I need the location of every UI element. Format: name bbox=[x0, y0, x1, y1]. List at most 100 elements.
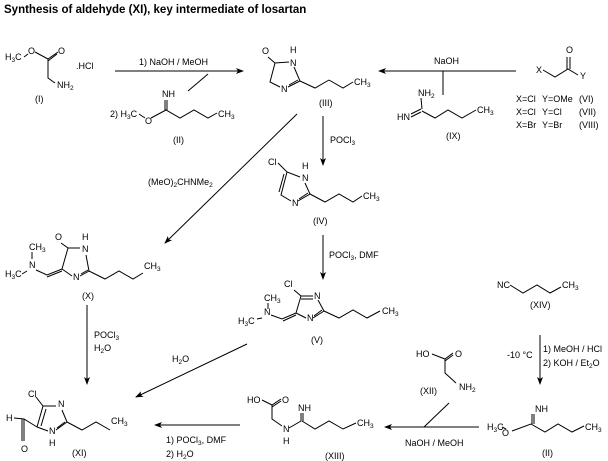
atom-label: CH3​ bbox=[382, 306, 399, 318]
compound-IV: Cl H N N CH3​ (IV) bbox=[268, 157, 380, 226]
atom-label: CH3​ bbox=[218, 109, 235, 121]
atom-label: O bbox=[28, 46, 35, 56]
compound-IX: NH2​ HN CH3​ (IX) bbox=[397, 88, 494, 141]
compound-I: H3​C O O NH2​ .HCl (I) bbox=[5, 46, 94, 104]
compound-label: (VIII) bbox=[579, 120, 599, 130]
atom-label: N bbox=[29, 260, 36, 270]
atom-label: O bbox=[145, 116, 152, 126]
atom-label: N bbox=[73, 272, 80, 282]
atom-label: N bbox=[264, 307, 271, 317]
reagent-label: 2) KOH / Et2​O bbox=[543, 358, 600, 370]
atom-label: NH2​ bbox=[418, 88, 435, 100]
atom-label: N bbox=[314, 291, 321, 301]
reagent-label: 1) MeOH / HCl bbox=[543, 344, 602, 354]
compound-label: (III) bbox=[319, 98, 333, 108]
atom-label: NH2​ bbox=[57, 80, 74, 92]
atom-label: NH bbox=[535, 404, 548, 414]
reagent-label: POCl3​, DMF bbox=[329, 250, 379, 262]
atom-label: N bbox=[58, 399, 65, 409]
atom-label: CH3​ bbox=[111, 416, 128, 428]
variant-x: X=Br bbox=[516, 120, 536, 130]
atom-label: HO bbox=[247, 395, 261, 405]
atom-label: NH2​ bbox=[459, 382, 476, 394]
compound-label: (II) bbox=[542, 448, 553, 458]
scheme-title: Synthesis of aldehyde (XI), key intermed… bbox=[4, 4, 306, 16]
reagent-label: 2) H2​O bbox=[166, 449, 194, 461]
compound-label: (V) bbox=[311, 335, 323, 345]
atom-label: CH3​ bbox=[144, 261, 161, 273]
compound-II: NH H3​C O CH3​ (II) bbox=[487, 404, 602, 458]
atom-label: X bbox=[536, 65, 542, 75]
atom-label: N bbox=[290, 58, 297, 68]
compound-XIII: HO O NH N H CH3​ (XIII) bbox=[247, 395, 374, 461]
atom-label: CH3​ bbox=[264, 293, 281, 305]
atom-label: H3​C bbox=[5, 52, 22, 64]
reagent-label: POCl3​ bbox=[330, 135, 356, 147]
variant-row: X=Cl Y=Cl (VII) bbox=[516, 107, 596, 117]
reagent-label: H2​O bbox=[94, 343, 111, 355]
reagent-label: NaOH / MeOH bbox=[405, 438, 464, 448]
atom-label: O bbox=[502, 428, 509, 438]
atom-label: CH3​ bbox=[363, 191, 380, 203]
atom-label: N bbox=[281, 84, 288, 94]
atom-label: H bbox=[283, 436, 290, 446]
atom-label: HO bbox=[416, 349, 430, 359]
compound-XI: Cl N H O N H CH3​ (XI) bbox=[6, 389, 128, 458]
atom-label: N bbox=[283, 424, 290, 434]
atom-label: NC bbox=[497, 280, 510, 290]
atom-label: H3​C bbox=[5, 269, 22, 281]
atom-label: O bbox=[566, 45, 573, 55]
atom-label: O bbox=[21, 444, 28, 454]
variant-y: Y=Br bbox=[542, 120, 562, 130]
atom-label: N bbox=[302, 173, 309, 183]
compound-label: (IV) bbox=[313, 216, 328, 226]
reaction-arrow bbox=[164, 113, 298, 244]
atom-label: H bbox=[49, 438, 56, 448]
compound-XIV: NC CH3​ (XIV) bbox=[497, 280, 579, 310]
reagent-label: -10 °C bbox=[507, 350, 533, 360]
atom-label: NH bbox=[298, 403, 311, 413]
atom-label: O bbox=[55, 232, 62, 242]
atom-label: Cl bbox=[28, 389, 37, 399]
atom-label: CH3​ bbox=[585, 422, 602, 434]
atom-label: Y bbox=[580, 71, 586, 81]
compound-label: (XIV) bbox=[530, 300, 551, 310]
compound-label: (VI) bbox=[579, 94, 594, 104]
atom-label: H bbox=[302, 161, 309, 171]
reagent-label: 1) NaOH / MeOH bbox=[139, 57, 208, 67]
variant-y: Y=OMe bbox=[542, 94, 573, 104]
atom-label: NH bbox=[162, 89, 175, 99]
atom-label: 2) H3​C bbox=[110, 109, 138, 121]
reagent-label: (MeO)2​CHNMe2​ bbox=[148, 177, 213, 189]
atom-label: Cl bbox=[268, 157, 277, 167]
atom-label: N bbox=[82, 244, 89, 254]
variant-row: X=Cl Y=OMe (VI) bbox=[516, 94, 594, 104]
atom-label: H bbox=[6, 413, 13, 423]
atom-label: H3​C bbox=[238, 316, 255, 328]
atom-label: O bbox=[282, 395, 289, 405]
atom-label: N bbox=[307, 313, 314, 323]
atom-label: O bbox=[455, 349, 462, 359]
reagent-label: NaOH bbox=[434, 56, 459, 66]
atom-label: H3​C bbox=[487, 422, 504, 434]
compound-label: (XII) bbox=[420, 386, 437, 396]
compound-label: (II) bbox=[173, 135, 184, 145]
variant-x: X=Cl bbox=[516, 94, 536, 104]
atom-label: CH3​ bbox=[354, 77, 371, 89]
compound-X: O H N CH3​ N H3​C N CH3​ (X) bbox=[5, 232, 161, 301]
atom-label: H bbox=[290, 45, 297, 55]
atom-label: CH3​ bbox=[357, 418, 374, 430]
atom-label: O bbox=[262, 46, 269, 56]
reagent-label: H2​O bbox=[172, 354, 189, 366]
atom-label: CH3​ bbox=[29, 242, 46, 254]
salt-label: .HCl bbox=[76, 61, 94, 71]
variant-x: X=Cl bbox=[516, 107, 536, 117]
atom-label: H bbox=[82, 232, 89, 242]
variant-row: X=Br Y=Br (VIII) bbox=[516, 120, 599, 130]
variant-y: Y=Cl bbox=[542, 107, 562, 117]
atom-label: O bbox=[58, 46, 65, 56]
atom-label: HN bbox=[397, 112, 410, 122]
compound-label: (VII) bbox=[579, 107, 596, 117]
compound-label: (XIII) bbox=[325, 451, 345, 461]
